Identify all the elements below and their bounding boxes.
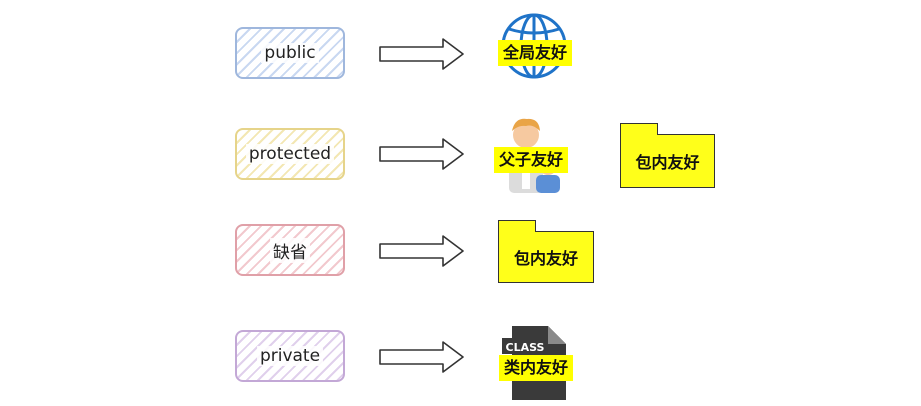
scope-class-label: 类内友好 xyxy=(499,355,574,381)
folder-icon: 包内友好 xyxy=(620,123,715,188)
scope-package-label-extra: 包内友好 xyxy=(635,153,700,172)
scope-global-label: 全局友好 xyxy=(498,40,573,66)
arrow-default xyxy=(379,235,464,267)
modifier-protected-label: protected xyxy=(245,144,335,164)
modifier-protected-box: protected xyxy=(235,128,345,180)
arrow-public xyxy=(379,38,464,70)
modifier-default-box: 缺省 xyxy=(235,224,345,276)
modifier-private-label: private xyxy=(256,346,324,366)
modifier-public-box: public xyxy=(235,27,345,79)
modifier-public-label: public xyxy=(261,43,319,63)
arrow-private xyxy=(379,341,464,373)
modifier-default-label: 缺省 xyxy=(270,237,310,263)
modifier-private-box: private xyxy=(235,330,345,382)
folder-icon: 包内友好 xyxy=(498,220,594,283)
arrow-protected xyxy=(379,138,464,170)
scope-parent-child-label: 父子友好 xyxy=(494,147,569,173)
class-file-tag: CLASS xyxy=(506,341,545,354)
scope-package-label: 包内友好 xyxy=(513,249,578,268)
